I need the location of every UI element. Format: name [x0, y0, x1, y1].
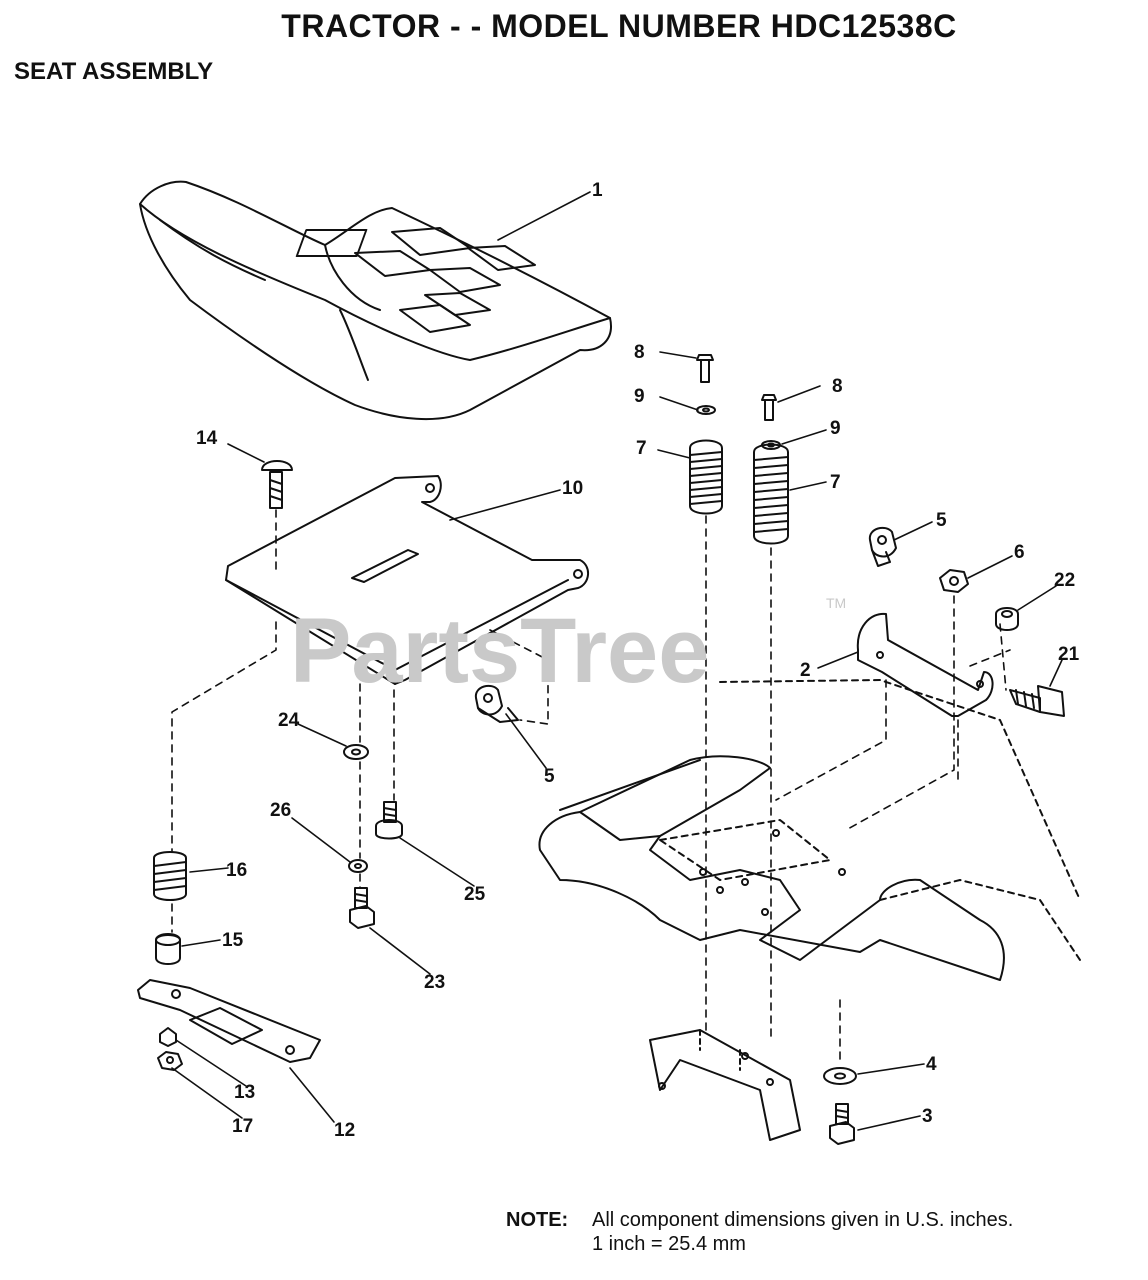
- nut-part: [939, 569, 969, 593]
- callout-1: 1: [592, 180, 603, 201]
- bolt-part: [700, 359, 710, 383]
- shoulder-screw-part: [375, 801, 403, 840]
- shoulder-bolt-part: [1009, 685, 1065, 717]
- alignment-lines: [171, 509, 1011, 1065]
- washer-part: [696, 405, 716, 415]
- seat-pan-part: [225, 475, 589, 685]
- callout-16: 16: [226, 860, 247, 881]
- callout-4: 4: [926, 1054, 937, 1075]
- callout-23: 23: [424, 972, 445, 993]
- clip-part-right: [868, 526, 897, 567]
- callout-8-left: 8: [634, 342, 645, 363]
- washer-part-4: [823, 1067, 857, 1085]
- note-line-2: 1 inch = 25.4 mm: [592, 1233, 746, 1255]
- callout-9-left: 9: [634, 386, 645, 407]
- lock-washer-part: [348, 859, 368, 873]
- leader-lines: [171, 191, 1063, 1131]
- callout-7-right: 7: [830, 472, 841, 493]
- watermark-tm: TM: [826, 595, 846, 611]
- bolt-part-2: [764, 399, 774, 421]
- callout-3: 3: [922, 1106, 933, 1127]
- screw-part-13: [159, 1027, 177, 1047]
- hex-bolt-part-3: [829, 1103, 855, 1145]
- dimension-note: NOTE: All component dimensions given in U…: [506, 1208, 1013, 1256]
- section-title: SEAT ASSEMBLY: [14, 58, 214, 85]
- callout-13: 13: [234, 1082, 255, 1103]
- callout-5-left: 5: [544, 766, 555, 787]
- callout-9-right: 9: [830, 418, 841, 439]
- callout-17: 17: [232, 1116, 253, 1137]
- spring-part-left: [689, 439, 723, 515]
- callout-22: 22: [1054, 570, 1075, 591]
- hex-bolt-part: [349, 887, 375, 929]
- spacer-part: [995, 607, 1019, 631]
- callout-14: 14: [196, 428, 218, 449]
- diagram-title: TRACTOR - - MODEL NUMBER HDC12538C: [281, 8, 957, 44]
- watermark: PartsTree: [290, 600, 709, 702]
- plate-part: [137, 979, 321, 1063]
- callout-24: 24: [278, 710, 300, 731]
- callout-21: 21: [1058, 644, 1080, 665]
- clip-part-left: [474, 684, 519, 723]
- spacer-part-15: [155, 933, 181, 965]
- bracket-part: [856, 612, 994, 717]
- callout-5-right: 5: [936, 510, 947, 531]
- spring-part-16: [153, 851, 187, 901]
- washer-part-24: [343, 744, 369, 760]
- callout-26: 26: [270, 800, 291, 821]
- callout-2: 2: [800, 660, 811, 681]
- callout-10: 10: [562, 478, 583, 499]
- callout-6: 6: [1014, 542, 1025, 563]
- note-label: NOTE:: [506, 1209, 569, 1231]
- note-line-1: All component dimensions given in U.S. i…: [592, 1209, 1014, 1231]
- seat-part: [139, 180, 612, 421]
- callout-8-right: 8: [832, 376, 843, 397]
- callout-12: 12: [334, 1120, 355, 1141]
- spring-part-right: [753, 443, 789, 545]
- carriage-bolt-part: [261, 460, 293, 509]
- callout-15: 15: [222, 930, 244, 951]
- callout-25: 25: [464, 884, 486, 905]
- nut-part-17: [157, 1051, 183, 1071]
- callout-7-left: 7: [636, 438, 647, 459]
- frame-part: [538, 679, 1081, 1141]
